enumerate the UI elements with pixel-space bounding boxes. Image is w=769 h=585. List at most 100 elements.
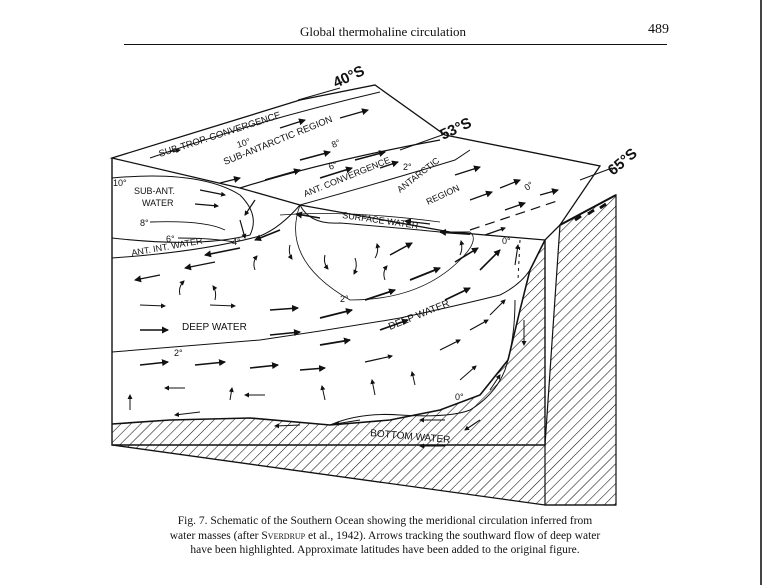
flow-arrow <box>370 379 376 396</box>
flow-arrow <box>374 243 381 259</box>
flow-arrow <box>404 218 431 226</box>
flow-arrow <box>269 329 301 337</box>
header-rule <box>124 44 667 45</box>
flow-arrow <box>184 261 216 271</box>
lat-53-leader <box>399 133 446 151</box>
continental-slope-hatch <box>544 193 617 506</box>
flow-arrow <box>334 419 361 426</box>
flow-arrow <box>489 299 506 316</box>
seafloor-line <box>111 239 546 426</box>
aaiw-boundary <box>111 204 301 259</box>
flow-arrow <box>287 244 293 260</box>
caption-line-1: Fig. 7. Schematic of the Southern Ocean … <box>177 515 593 527</box>
caption-line-3: have been highlighted. Approximate latit… <box>190 544 580 556</box>
isotherm-4-side: 4° <box>232 237 241 247</box>
flow-arrow <box>134 274 161 283</box>
flow-arrow <box>139 359 169 367</box>
flow-arrow <box>484 226 506 236</box>
isotherm-0-bottom: 0° <box>455 392 464 402</box>
isotherm-2-mid: 2° <box>340 294 349 304</box>
flow-arrow <box>299 364 326 372</box>
flow-arrow <box>254 229 281 242</box>
flow-arrow <box>353 257 359 275</box>
isotherm-0-top: 0° <box>522 179 535 192</box>
flow-arrow <box>320 385 326 401</box>
label-surface-water: SURFACE WATER <box>342 210 420 231</box>
flow-arrow <box>469 319 489 331</box>
isotherm-2-deep <box>111 269 531 353</box>
flow-arrow <box>479 249 501 271</box>
flow-arrow <box>389 242 413 256</box>
isotherm-8-top: 8° <box>330 137 342 150</box>
flow-arrows <box>127 108 561 449</box>
flow-arrow <box>252 255 258 271</box>
latitude-65s: 65°S <box>605 145 641 179</box>
running-header-title: Global thermohaline circulation <box>300 24 467 39</box>
isotherm-0-right: 0° <box>502 236 511 246</box>
flow-arrow <box>274 423 301 429</box>
flow-arrow <box>179 280 185 296</box>
antarctic-divergence-line <box>299 149 471 206</box>
flow-arrow <box>167 148 181 154</box>
label-sub-ant: SUB-ANT. <box>134 186 175 196</box>
shelf-edge <box>559 194 617 226</box>
caption-line-2-pre: water masses (after <box>169 529 262 542</box>
flow-arrow <box>459 240 465 256</box>
caption-line-2: water masses (after Sverdrup et al., 194… <box>128 529 642 544</box>
seafloor-hatch <box>112 240 545 445</box>
flow-arrow <box>194 359 226 367</box>
flow-arrow <box>228 387 234 401</box>
flow-arrow <box>339 108 369 119</box>
flow-arrow <box>354 150 386 161</box>
lat-65-leader <box>579 167 613 181</box>
flow-arrow <box>194 203 219 209</box>
southern-ocean-schematic: 40°S 53°S 65°S SUB-TROP. CONVERGENCE SUB… <box>109 62 641 506</box>
flow-arrow <box>264 168 301 181</box>
flow-arrow <box>409 266 441 281</box>
bottom-water-boundary <box>329 299 516 426</box>
flow-arrow <box>295 211 321 219</box>
flow-arrow <box>382 265 388 281</box>
caption-line-2-post: et al., 1942). Arrows tracking the south… <box>305 529 601 542</box>
lat-40-leader <box>297 87 341 101</box>
label-deep-water-right: DEEP WATER <box>387 298 451 332</box>
isotherm-6-side: 6° <box>166 234 175 244</box>
flow-arrow <box>489 374 501 391</box>
isotherm-6-curve <box>177 237 235 243</box>
flow-arrow <box>239 219 247 239</box>
shelf-blocks <box>574 202 607 222</box>
flow-arrow <box>323 254 329 270</box>
flow-arrow <box>319 308 353 319</box>
flow-arrow <box>174 411 201 418</box>
flow-arrow <box>499 178 521 189</box>
block-base-hatch <box>112 445 545 505</box>
flow-arrow <box>364 288 396 301</box>
flow-arrow <box>204 247 241 258</box>
flow-arrow <box>279 118 306 129</box>
label-region: REGION <box>425 183 461 207</box>
flow-arrow <box>454 165 481 176</box>
flow-arrow <box>459 365 477 381</box>
flow-arrow <box>504 201 526 211</box>
flow-arrow <box>469 190 493 201</box>
deep-water-upper-boundary <box>295 204 474 301</box>
flow-arrow <box>212 285 218 301</box>
flow-arrow <box>464 419 481 431</box>
label-deep-water-left: DEEP WATER <box>182 322 247 333</box>
isotherm-2-left: 2° <box>174 348 183 358</box>
flow-arrow <box>209 303 236 309</box>
flow-arrow <box>379 318 409 331</box>
figure-caption: Fig. 7. Schematic of the Southern Ocean … <box>128 514 642 558</box>
isotherm-2-top: 2° <box>403 162 412 172</box>
isotherm-6-top: 6° <box>327 159 339 172</box>
flow-arrow <box>199 189 226 197</box>
caption-author: Sverdrup <box>261 529 306 542</box>
flow-arrow <box>319 166 353 179</box>
flow-arrow <box>539 188 559 196</box>
flow-arrow <box>439 339 461 351</box>
flow-arrow <box>299 150 331 161</box>
isotherm-10-side: 10° <box>113 178 127 188</box>
flow-arrow <box>319 337 351 346</box>
flow-arrow <box>410 371 416 386</box>
